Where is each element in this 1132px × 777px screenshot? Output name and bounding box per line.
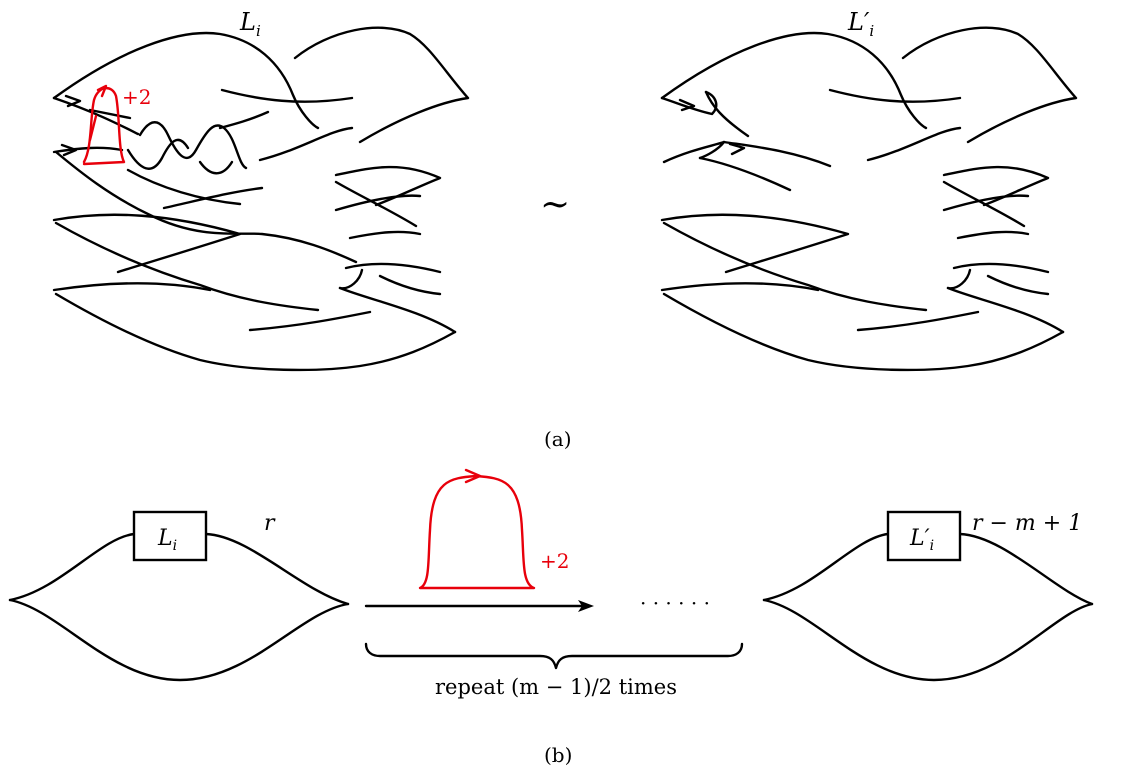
right-eye-diagram bbox=[762, 510, 1094, 682]
arrow-right bbox=[364, 600, 594, 612]
left-eye-diagram bbox=[8, 510, 350, 682]
link-li-label: Li bbox=[239, 8, 261, 40]
framing-label-b: +2 bbox=[540, 549, 569, 573]
surgery-curve-a bbox=[82, 84, 126, 166]
ellipsis-dots: · · · · · · bbox=[640, 591, 710, 615]
link-li-diagram bbox=[52, 26, 470, 372]
label-result: r − m + 1 bbox=[972, 511, 1082, 536]
label-r: r bbox=[264, 511, 276, 536]
box-li-label: Li bbox=[157, 526, 177, 554]
framing-label-a: +2 bbox=[122, 85, 151, 109]
brace-label: repeat (m − 1)/2 times bbox=[435, 675, 677, 699]
brace bbox=[364, 642, 744, 670]
box-li-prime bbox=[886, 510, 962, 562]
link-li-prime-label: L′i bbox=[847, 8, 874, 40]
surgery-curve-b bbox=[418, 468, 536, 590]
link-li-prime-diagram bbox=[660, 26, 1078, 372]
box-li bbox=[132, 510, 208, 562]
caption-a: (a) bbox=[544, 427, 572, 451]
equivalence-symbol: ∼ bbox=[540, 184, 570, 225]
caption-b: (b) bbox=[544, 743, 572, 767]
box-li-prime-label: L′i bbox=[909, 526, 934, 554]
